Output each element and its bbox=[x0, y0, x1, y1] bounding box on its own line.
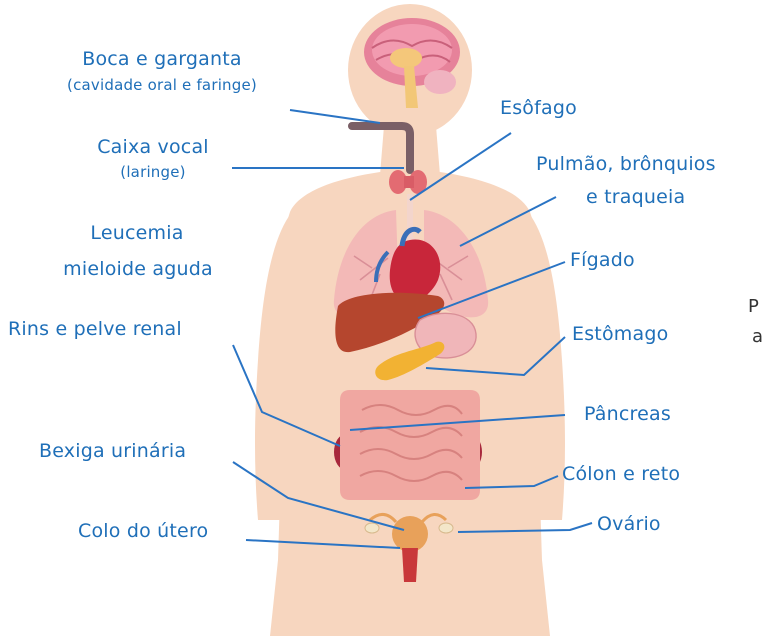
label-pulmao-1: Pulmão, brônquios bbox=[536, 153, 716, 175]
label-boca-sub: (cavidade oral e faringe) bbox=[36, 74, 288, 96]
label-ovario: Ovário bbox=[597, 513, 661, 535]
label-colon: Cólon e reto bbox=[562, 463, 680, 485]
label-rins: Rins e pelve renal bbox=[8, 318, 182, 340]
intestines-illustration bbox=[340, 390, 480, 500]
cutoff-text-line-2: a bbox=[752, 326, 763, 348]
label-boca: Boca e garganta bbox=[52, 48, 272, 70]
cutoff-text-line-1: P bbox=[748, 296, 759, 318]
label-esofago: Esôfago bbox=[500, 97, 577, 119]
label-estomago: Estômago bbox=[572, 323, 668, 345]
label-caixa: Caixa vocal bbox=[78, 136, 228, 158]
label-bexiga: Bexiga urinária bbox=[39, 440, 186, 462]
label-colo: Colo do útero bbox=[78, 520, 208, 542]
label-pancreas: Pâncreas bbox=[584, 403, 671, 425]
label-leucemia-1: Leucemia bbox=[52, 222, 222, 244]
label-pulmao-2: e traqueia bbox=[586, 186, 685, 208]
label-caixa-sub: (laringe) bbox=[78, 161, 228, 183]
label-figado: Fígado bbox=[570, 249, 635, 271]
label-leucemia-2: mieloide aguda bbox=[28, 258, 248, 280]
